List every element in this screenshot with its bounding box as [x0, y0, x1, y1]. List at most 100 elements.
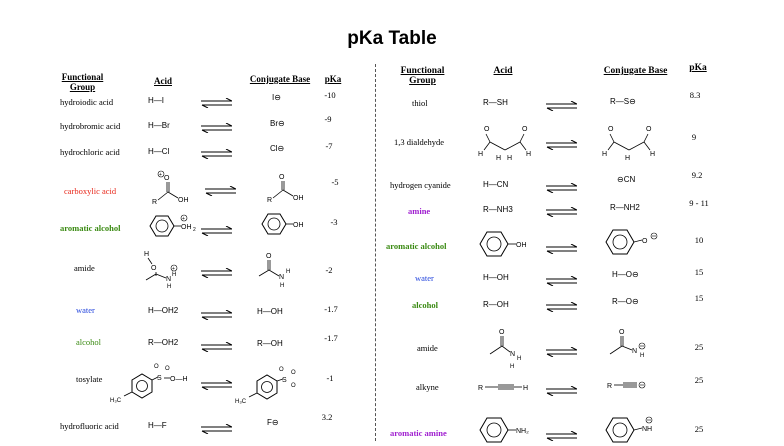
equilibrium-arrow-icon	[201, 424, 232, 434]
svg-text:N: N	[279, 274, 284, 281]
svg-text:H₃C: H₃C	[110, 398, 122, 404]
right-row-name: amide	[417, 343, 438, 353]
left-row-acid: R—OH2	[148, 338, 179, 347]
svg-text:H: H	[286, 269, 290, 275]
left-row-name: hydrofluoric acid	[60, 421, 119, 431]
left-row-acid: H—OH2	[148, 306, 179, 315]
header-pka-left: pKa	[324, 74, 342, 84]
svg-text:+: +	[182, 216, 185, 222]
left-row-base: Br⊖	[270, 119, 285, 128]
header-conjugate-base-left: Conjugate Base	[249, 74, 311, 84]
right-row-pka: 8.3	[689, 90, 701, 100]
left-row-base: R—OH	[257, 339, 283, 348]
tosylate-structure: H₃C S O O O	[235, 367, 296, 405]
right-row-pka: 10	[694, 235, 704, 245]
right-row-acid: R—OH	[483, 300, 509, 309]
equilibrium-arrow-icon	[201, 149, 232, 159]
svg-text:S: S	[282, 377, 287, 384]
left-row-name: hydrochloric acid	[60, 147, 120, 157]
right-row-name: water	[415, 273, 434, 283]
right-row-base: ⊖CN	[617, 175, 636, 184]
left-row-pka: -1.7	[324, 333, 338, 343]
acetylide-structure: R	[607, 381, 646, 390]
svg-text:H₃C: H₃C	[235, 399, 247, 405]
svg-text:+: +	[172, 266, 175, 272]
equilibrium-arrow-icon	[201, 123, 232, 133]
left-row-name: hydroiodic acid	[60, 97, 114, 107]
svg-text:OH: OH	[293, 222, 304, 229]
svg-text:O: O	[642, 238, 648, 245]
right-row-name: amine	[408, 206, 431, 216]
svg-text:O: O	[646, 126, 652, 133]
left-row-pka: -10	[324, 90, 336, 100]
svg-text:H: H	[172, 272, 176, 278]
right-row-pka: 9	[691, 132, 697, 142]
right-row-pka: 25	[694, 375, 704, 385]
svg-text:NH₂: NH₂	[516, 428, 529, 435]
right-row-pka: 15	[694, 267, 704, 277]
svg-text:H: H	[144, 251, 149, 258]
equilibrium-arrow-icon	[546, 276, 577, 286]
svg-text:NH: NH	[642, 426, 652, 433]
equilibrium-arrow-icon	[201, 342, 232, 352]
left-row-pka: -1	[326, 373, 334, 383]
right-row-acid: R—NH3	[483, 205, 513, 214]
svg-text:O: O	[291, 383, 296, 389]
svg-text:O: O	[279, 367, 284, 373]
svg-text:H: H	[517, 356, 521, 362]
right-row-acid: R—SH	[483, 98, 508, 107]
equilibrium-arrow-icon	[546, 140, 577, 150]
right-row-name: aromatic alcohol	[386, 241, 447, 251]
svg-text:H: H	[526, 151, 531, 158]
aniline-structure: NH₂	[479, 417, 529, 443]
right-row-base: H—O⊖	[612, 270, 639, 279]
tosyl-acid-structure: H₃C S O O O—H	[110, 364, 188, 404]
right-row-name: alkyne	[416, 382, 439, 392]
right-row-pka: 25	[694, 424, 704, 434]
svg-text:O: O	[291, 370, 296, 376]
page-title: pKa Table	[347, 28, 437, 49]
svg-text:H: H	[507, 155, 512, 162]
equilibrium-arrow-icon	[546, 101, 577, 111]
column-divider	[375, 64, 376, 441]
phenol-structure-right: OH	[479, 231, 527, 257]
svg-text:H: H	[602, 151, 607, 158]
protonated-amide-structure: H O N H H +	[144, 251, 178, 290]
header-conjugate-base-right: Conjugate Base	[603, 66, 668, 76]
left-row-name: amide	[74, 263, 95, 273]
svg-text:OH: OH	[178, 197, 189, 204]
svg-text:S: S	[157, 375, 162, 382]
svg-text:H: H	[650, 151, 655, 158]
right-row-pka: 9.2	[691, 170, 703, 180]
equilibrium-arrow-icon	[546, 347, 577, 357]
right-row-name: thiol	[412, 98, 428, 108]
left-row-pka: -9	[324, 114, 332, 124]
left-row-acid: H—Cl	[148, 147, 170, 156]
header-functional-group-right: Functional Group	[400, 66, 445, 86]
right-row-acid: H—OH	[483, 273, 509, 282]
svg-text:O: O	[154, 364, 159, 370]
right-row-name: aromatic amine	[390, 428, 447, 438]
svg-text:2: 2	[193, 227, 196, 233]
svg-text:N: N	[632, 348, 637, 355]
svg-text:O: O	[619, 329, 625, 336]
svg-text:O: O	[608, 126, 614, 133]
svg-text:N: N	[510, 351, 515, 358]
left-row-pka: -1.7	[324, 304, 338, 314]
svg-text:O: O	[522, 126, 528, 133]
left-row-name: aromatic alcohol	[60, 223, 121, 233]
right-row-acid: H—CN	[483, 180, 509, 189]
left-row-acid: H—I	[148, 96, 164, 105]
right-row-base: R—S⊖	[610, 97, 636, 106]
phenol-structure: OH	[261, 213, 304, 235]
svg-text:OH: OH	[516, 242, 527, 249]
svg-text:H: H	[625, 155, 630, 162]
left-row-pka: -2	[325, 265, 333, 275]
left-row-pka: 3.2	[321, 412, 333, 422]
svg-text:H: H	[280, 283, 284, 289]
left-row-base: I⊖	[272, 93, 281, 102]
equilibrium-arrow-icon	[546, 302, 577, 312]
svg-text:R: R	[478, 385, 483, 392]
svg-text:O: O	[279, 174, 285, 181]
svg-text:R: R	[607, 383, 612, 390]
